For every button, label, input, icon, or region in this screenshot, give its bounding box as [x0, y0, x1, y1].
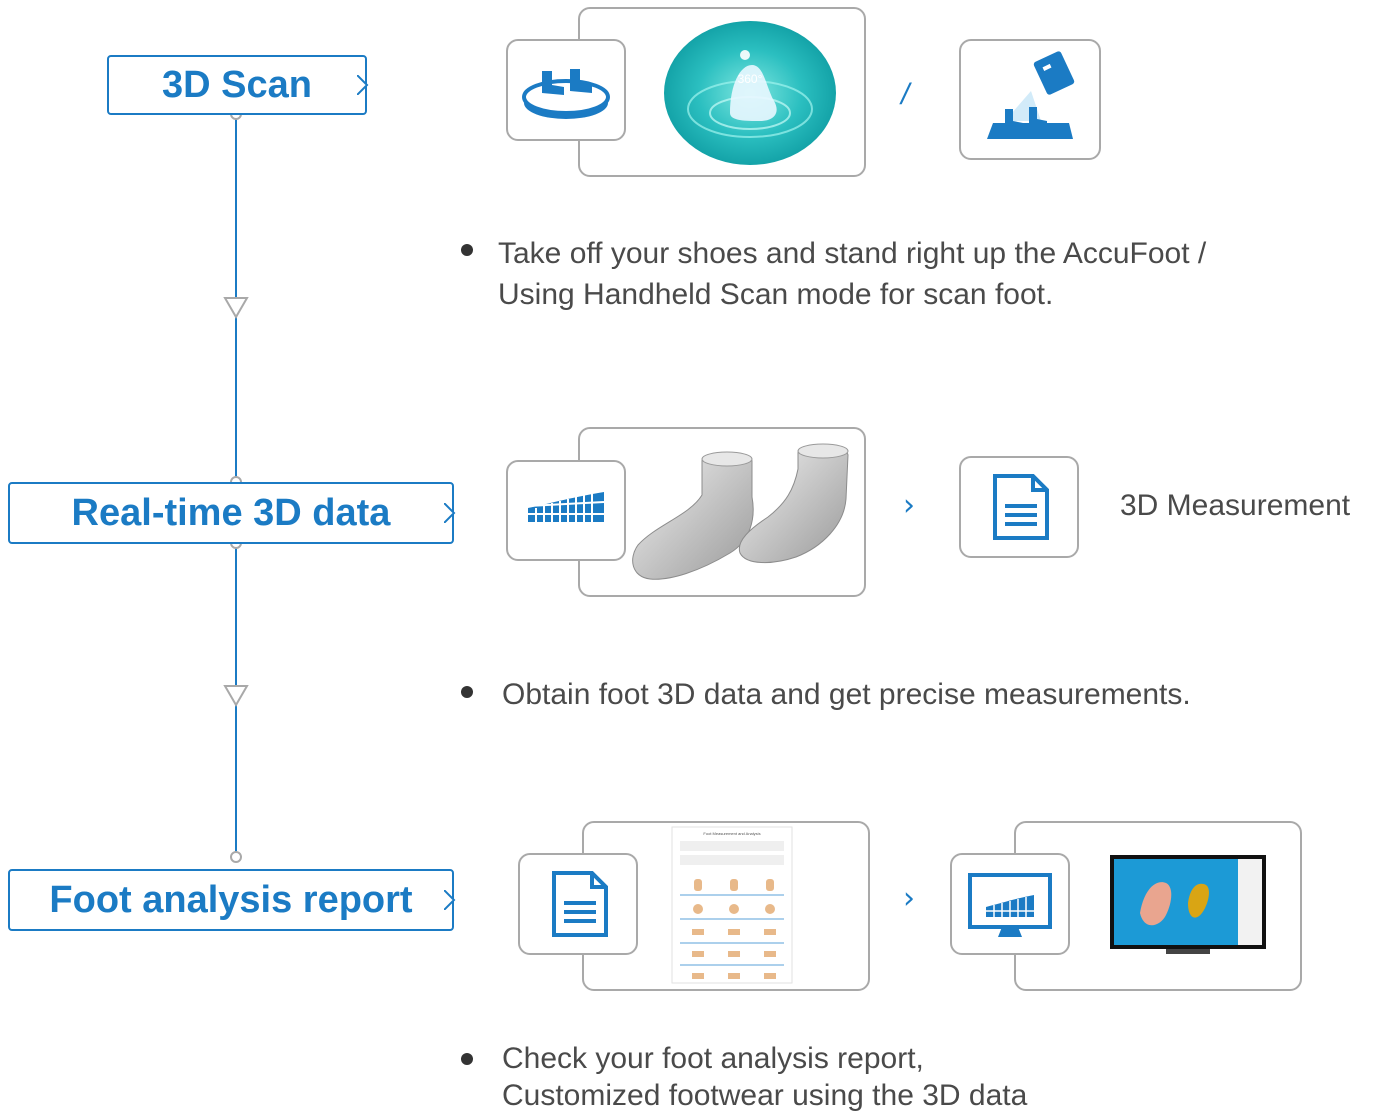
- separator-slash: /: [901, 78, 910, 111]
- mesh-icon-card: [506, 460, 626, 561]
- step-label-text: 3D Scan: [162, 63, 312, 106]
- report-doc-title: Foot Measurement and Analysis: [703, 831, 760, 836]
- step-label-3d-scan: 3D Scan: [107, 55, 369, 115]
- document-icon: [993, 474, 1049, 540]
- report-preview-card: Foot Measurement and Analysis: [582, 821, 870, 991]
- mesh-grid-icon: [527, 492, 605, 522]
- monitor-icon-card: [950, 853, 1070, 955]
- scan-image-card: 360°: [578, 7, 866, 177]
- foot-3d-model-image: [632, 443, 849, 580]
- document-icon: [552, 871, 608, 937]
- bullet-icon: [461, 686, 473, 698]
- flow-node: [230, 851, 242, 863]
- turntable-icon-card: [506, 39, 626, 141]
- label-notch-icon: [444, 890, 456, 910]
- flow-arrow-down-icon: [223, 297, 249, 319]
- monitor-mesh-icon: [968, 873, 1052, 937]
- scan-caption-line-2: Using Handheld Scan mode for scan foot.: [498, 278, 1054, 311]
- bullet-icon: [461, 244, 473, 256]
- arrow-chevron-icon: ›: [903, 881, 915, 916]
- step-label-text: Real-time 3D data: [71, 491, 391, 534]
- step-label-foot-analysis-report: Foot analysis report: [8, 869, 456, 931]
- foot-model-card: [578, 427, 866, 597]
- scan-dome-icon: 360°: [664, 21, 836, 165]
- label-notch-icon: [444, 503, 456, 523]
- flow-arrow-down-icon: [223, 685, 249, 707]
- data-caption: Obtain foot 3D data and get precise meas…: [502, 678, 1191, 711]
- handheld-icon-card: [959, 39, 1101, 160]
- report-caption-line-1: Check your foot analysis report,: [502, 1042, 924, 1075]
- measurement-label: 3D Measurement: [1120, 489, 1351, 522]
- scan-badge-text: 360°: [738, 72, 763, 86]
- handheld-scanner-icon: [987, 51, 1075, 139]
- software-monitor-image: [1110, 855, 1266, 954]
- label-notch-icon: [357, 75, 369, 95]
- turntable-scanner-icon: [522, 69, 610, 119]
- report-caption-line-2: Customized footwear using the 3D data: [502, 1079, 1028, 1112]
- report-document-image: Foot Measurement and Analysis: [671, 826, 793, 984]
- step-label-text: Foot analysis report: [49, 878, 413, 921]
- measurement-doc-card: [959, 456, 1079, 558]
- step-label-realtime-3d-data: Real-time 3D data: [8, 482, 456, 544]
- scan-caption-line-1: Take off your shoes and stand right up t…: [498, 237, 1207, 270]
- arrow-chevron-icon: ›: [903, 488, 915, 523]
- software-preview-card: [1014, 821, 1302, 991]
- bullet-icon: [461, 1053, 473, 1065]
- report-icon-card: [518, 853, 638, 955]
